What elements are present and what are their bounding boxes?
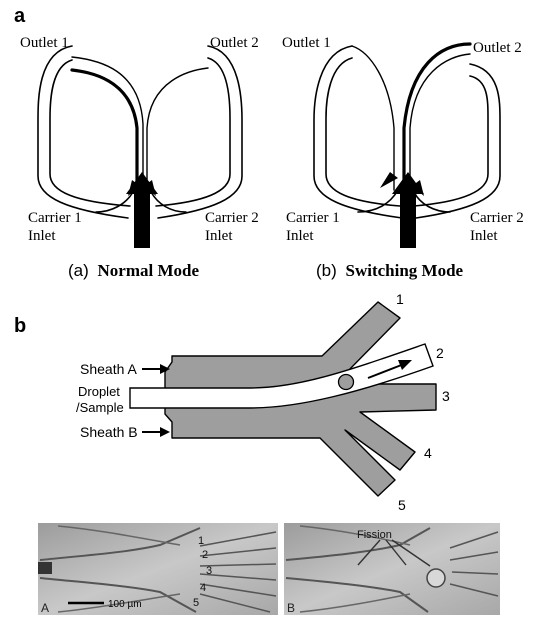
droplet-label: Droplet (78, 384, 120, 399)
switching-outlet2-label: Outlet 2 (473, 40, 522, 56)
micrograph-a (38, 523, 278, 615)
sheath-b-arrowhead (160, 427, 170, 437)
micrograph-a-letter: A (41, 601, 49, 615)
outlet-number-5: 5 (398, 497, 406, 513)
micrograph-b-fission-label: Fission (357, 529, 392, 541)
micrograph-b-letter: B (287, 601, 295, 615)
switching-left-arrowhead (380, 172, 398, 188)
micrograph-a-number-4: 4 (200, 582, 206, 594)
normal-inlet1-label: Inlet (28, 228, 56, 244)
panel-b-letter: b (14, 315, 26, 337)
normal-carrier2-label: Carrier 2 (205, 210, 259, 226)
micrograph-a-number-1: 1 (198, 535, 204, 547)
normal-outlet2-label: Outlet 2 (210, 35, 259, 51)
fission-droplet (427, 569, 445, 587)
outlet-number-2: 2 (436, 345, 444, 361)
droplet (339, 375, 354, 390)
outlet-number-4: 4 (424, 445, 432, 461)
normal-inlet2-label: Inlet (205, 228, 233, 244)
sheath-a-label: Sheath A (80, 361, 137, 377)
outlet-number-1: 1 (396, 291, 404, 307)
switching-carrier2-label: Carrier 2 (470, 210, 524, 226)
normal-inlet-arrow (126, 172, 158, 248)
sheath-b-label: Sheath B (80, 424, 138, 440)
switching-caption: (b) Switching Mode (316, 261, 464, 280)
switching-inlet2-label: Inlet (470, 228, 498, 244)
panel-a-letter: a (14, 5, 26, 27)
normal-caption: (a) Normal Mode (68, 261, 199, 280)
micrograph-a-number-3: 3 (206, 565, 212, 577)
micrograph-a-number-5: 5 (193, 597, 199, 609)
micrograph-b (284, 523, 500, 615)
switching-outlet1-label: Outlet 1 (282, 35, 331, 51)
micrograph-a-scale-label: 100 µm (108, 599, 142, 610)
normal-outlet1-label: Outlet 1 (20, 35, 69, 51)
sample-label: /Sample (76, 400, 124, 415)
normal-carrier1-label: Carrier 1 (28, 210, 82, 226)
micrograph-a-number-2: 2 (202, 549, 208, 561)
outlet-number-3: 3 (442, 388, 450, 404)
switching-inlet1-label: Inlet (286, 228, 314, 244)
switching-carrier1-label: Carrier 1 (286, 210, 340, 226)
